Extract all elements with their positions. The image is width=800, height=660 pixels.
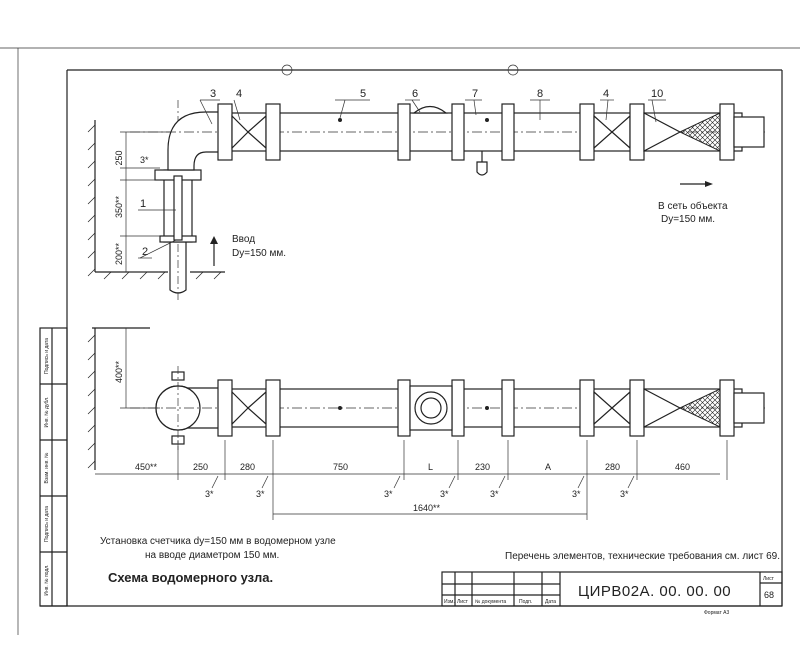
- flange: [265, 103, 281, 161]
- format-label: Формат А3: [704, 610, 729, 616]
- notes: Установка счетчика dy=150 мм в водомерно…: [100, 536, 780, 585]
- dim-1640: 1640**: [413, 503, 441, 513]
- outlet-pipe-end: [733, 116, 765, 148]
- dim-280b: 280: [605, 462, 620, 472]
- flange: [629, 103, 645, 161]
- note-right: Перечень элементов, технические требован…: [505, 550, 780, 562]
- sheet-border: [0, 47, 800, 635]
- gap-mark: 3*: [205, 489, 214, 499]
- sheet-number: 68: [764, 590, 774, 600]
- flow-annotation: В сеть объекта Dy=150 мм.: [658, 181, 728, 225]
- valve-body: [231, 114, 249, 150]
- pos-8: 8: [537, 88, 543, 100]
- side-stamp-column: Подпись и дата Инв. № дубл. Взам. инв. №…: [39, 327, 68, 607]
- pos-7: 7: [472, 88, 478, 100]
- elbow-bend: [167, 111, 223, 171]
- plan-wall: [87, 327, 150, 470]
- dim-230: 230: [475, 462, 490, 472]
- pos-2: 2: [142, 246, 148, 258]
- stamp-label: Инв. № дубл.: [44, 397, 50, 428]
- outlet-pipe-end-plan: [733, 392, 765, 424]
- pos-1: 1: [140, 198, 146, 210]
- sheet-label: Лист: [763, 576, 775, 582]
- note-line-2: на вводе диаметром 150 мм.: [145, 550, 279, 561]
- horizontal-dim-chain: 450** 250 280 750 L 230 A 280 460 3* 3* …: [95, 440, 728, 520]
- drawing-title: Схема водомерного узла.: [108, 570, 273, 585]
- dim-460: 460: [675, 462, 690, 472]
- pos-4b: 4: [603, 88, 609, 100]
- dim-350: 350**: [114, 195, 124, 218]
- flange: [397, 103, 411, 161]
- pos-4: 4: [236, 88, 242, 100]
- drain-tap: [476, 161, 488, 176]
- flow-label: В сеть объекта: [658, 200, 728, 212]
- col-list: Лист: [457, 599, 469, 605]
- position-callouts: 3 4 5 6 7 8 4 10 1 2: [138, 88, 666, 259]
- flange: [579, 103, 595, 161]
- stamp-label: Инв. № подл.: [44, 564, 50, 595]
- note-line-1: Установка счетчика dy=150 мм в водомерно…: [100, 536, 336, 547]
- title-block: Изм. Лист № документа Подп. Дата ЦИРВ02А…: [441, 571, 783, 616]
- dim-3-star: 3*: [140, 155, 149, 165]
- flange: [579, 379, 595, 437]
- flange: [217, 103, 233, 161]
- dim-400: 400**: [114, 360, 124, 383]
- flange: [719, 379, 735, 437]
- col-doc: № документа: [475, 599, 506, 605]
- flange: [629, 379, 645, 437]
- col-izm: Изм.: [444, 599, 455, 605]
- flange: [217, 379, 233, 437]
- gap-mark: 3*: [490, 489, 499, 499]
- col-date: Дата: [545, 599, 556, 605]
- plan-vertical-dim: 400**: [114, 328, 160, 409]
- pos-5: 5: [360, 88, 366, 100]
- flange: [501, 103, 515, 161]
- gap-mark: 3*: [256, 489, 265, 499]
- flange: [451, 379, 465, 437]
- dim-750: 750: [333, 462, 348, 472]
- flange: [501, 379, 515, 437]
- flow-diameter: Dy=150 мм.: [661, 214, 715, 225]
- flange: [397, 379, 411, 437]
- dim-A: A: [545, 462, 551, 472]
- stamp-label: Взам. инв. №: [44, 453, 50, 484]
- flange: [451, 103, 465, 161]
- dim-L: L: [428, 462, 433, 472]
- flange: [719, 103, 735, 161]
- meter-dial-inner: [420, 397, 442, 419]
- water-meter-head: [412, 105, 448, 114]
- dim-280a: 280: [240, 462, 255, 472]
- dim-250: 250: [114, 150, 124, 165]
- plan-view: 400** 450** 250 280 750 L 230 A 280 460: [87, 327, 765, 520]
- dim-450: 450**: [135, 462, 158, 472]
- stamp-label: Подпись и дата: [44, 338, 50, 374]
- strainer-cone: [643, 112, 682, 152]
- col-sign: Подп.: [519, 599, 532, 605]
- elevation-vertical-dims: 250 3* 350** 200**: [114, 131, 170, 273]
- dim-200: 200**: [114, 242, 124, 265]
- gap-mark: 3*: [440, 489, 449, 499]
- clamp-rod: [173, 175, 183, 241]
- pos-6: 6: [412, 88, 418, 100]
- gap-mark: 3*: [384, 489, 393, 499]
- pos-3: 3: [210, 88, 216, 100]
- dim-250h: 250: [193, 462, 208, 472]
- elevation-view: 3 4 5 6 7 8 4 10 1 2: [87, 88, 765, 300]
- pos-10: 10: [651, 88, 663, 100]
- inlet-diameter: Dy=150 мм.: [232, 248, 286, 259]
- valve-body: [593, 114, 613, 150]
- flange: [265, 379, 281, 437]
- stamp-label: Подпись и дата: [44, 506, 50, 542]
- inlet-label: Ввод: [232, 234, 255, 245]
- inlet-annotation: Ввод Dy=150 мм.: [210, 234, 286, 266]
- gap-mark: 3*: [572, 489, 581, 499]
- drawing-code: ЦИРВ02А. 00. 00. 00: [578, 583, 731, 600]
- gap-mark: 3*: [620, 489, 629, 499]
